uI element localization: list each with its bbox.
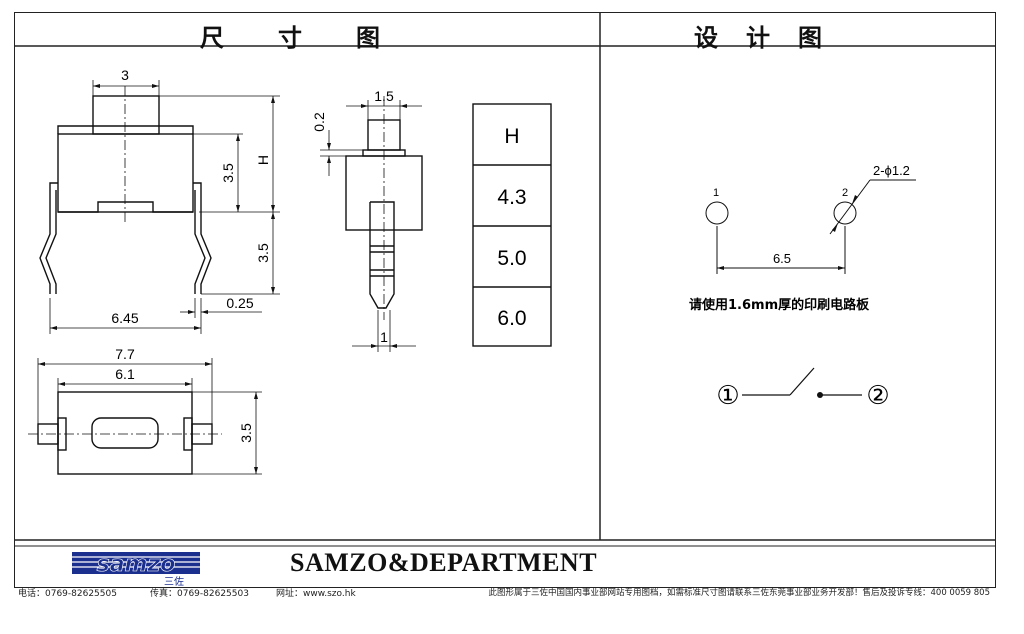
front-dimension-arrows: [50, 84, 275, 330]
logo-chinese: 三佐: [164, 576, 184, 586]
height-table-value-1: 4.3: [497, 186, 526, 209]
left-section-title: 尺 寸 图: [200, 23, 382, 52]
side-dimension-arrows: [327, 104, 407, 348]
dim-height-lower: 3.5: [220, 163, 236, 183]
bottom-view: [37, 391, 213, 475]
schematic-node-1: ①: [716, 381, 739, 411]
drawing-frame: [14, 12, 996, 588]
footer-notice: 此图形属于三佐中国国内事业部网站专用图档，如需标准尺寸图请联系三佐东莞事业部业务…: [488, 588, 991, 598]
pcb-spacing: 6.5: [773, 251, 791, 266]
height-table-header: H: [504, 125, 519, 148]
footer-phone: 电话：0769-82625505: [18, 589, 117, 599]
height-table: [472, 103, 552, 347]
bottom-dimension-lines: [37, 358, 262, 475]
dim-top-width: 3: [121, 67, 129, 83]
dim-bottom-total: 7.7: [115, 346, 135, 362]
height-table-value-2: 5.0: [497, 247, 526, 270]
dim-side-gap: 0.2: [311, 112, 327, 132]
dim-side-pin-width: 1: [380, 329, 388, 345]
dim-bottom-inner: 6.1: [115, 366, 135, 382]
dim-side-top-width: 1.5: [374, 88, 394, 104]
side-dimension-lines: [320, 100, 422, 352]
height-table-value-3: 6.0: [497, 307, 526, 330]
front-view: [39, 95, 212, 294]
bottom-dimension-arrows: [38, 362, 258, 474]
schematic-node-2: ②: [866, 381, 889, 411]
switch-contact-dot: [817, 392, 823, 398]
right-section-title: 设 计 图: [694, 23, 824, 52]
department-name: SAMZO&DEPARTMENT: [290, 548, 598, 577]
pcb-layout: [705, 179, 916, 274]
pcb-pin2-label: 2: [842, 187, 848, 199]
footer-website[interactable]: 网址：www.szo.hk: [276, 589, 356, 599]
dim-height-h: H: [255, 155, 271, 165]
pcb-pin1-label: 1: [713, 187, 719, 199]
pcb-hole-label: 2-ϕ1.2: [873, 163, 910, 178]
front-dimension-lines: [49, 80, 280, 334]
switch-schematic: [742, 367, 862, 396]
logo-wordmark: samzo: [97, 552, 176, 577]
dim-bottom-height: 3.5: [238, 423, 254, 443]
pcb-note: 请使用1.6mm厚的印刷电路板: [689, 297, 870, 313]
dim-pin-offset: 0.25: [226, 295, 253, 311]
footer-fax: 传真：0769-82625503: [150, 589, 249, 599]
dim-base-width: 6.45: [111, 310, 138, 326]
dim-pin-length: 3.5: [255, 243, 271, 263]
pcb-arrows: [717, 195, 858, 270]
samzo-logo: samzo 三佐: [72, 552, 200, 586]
